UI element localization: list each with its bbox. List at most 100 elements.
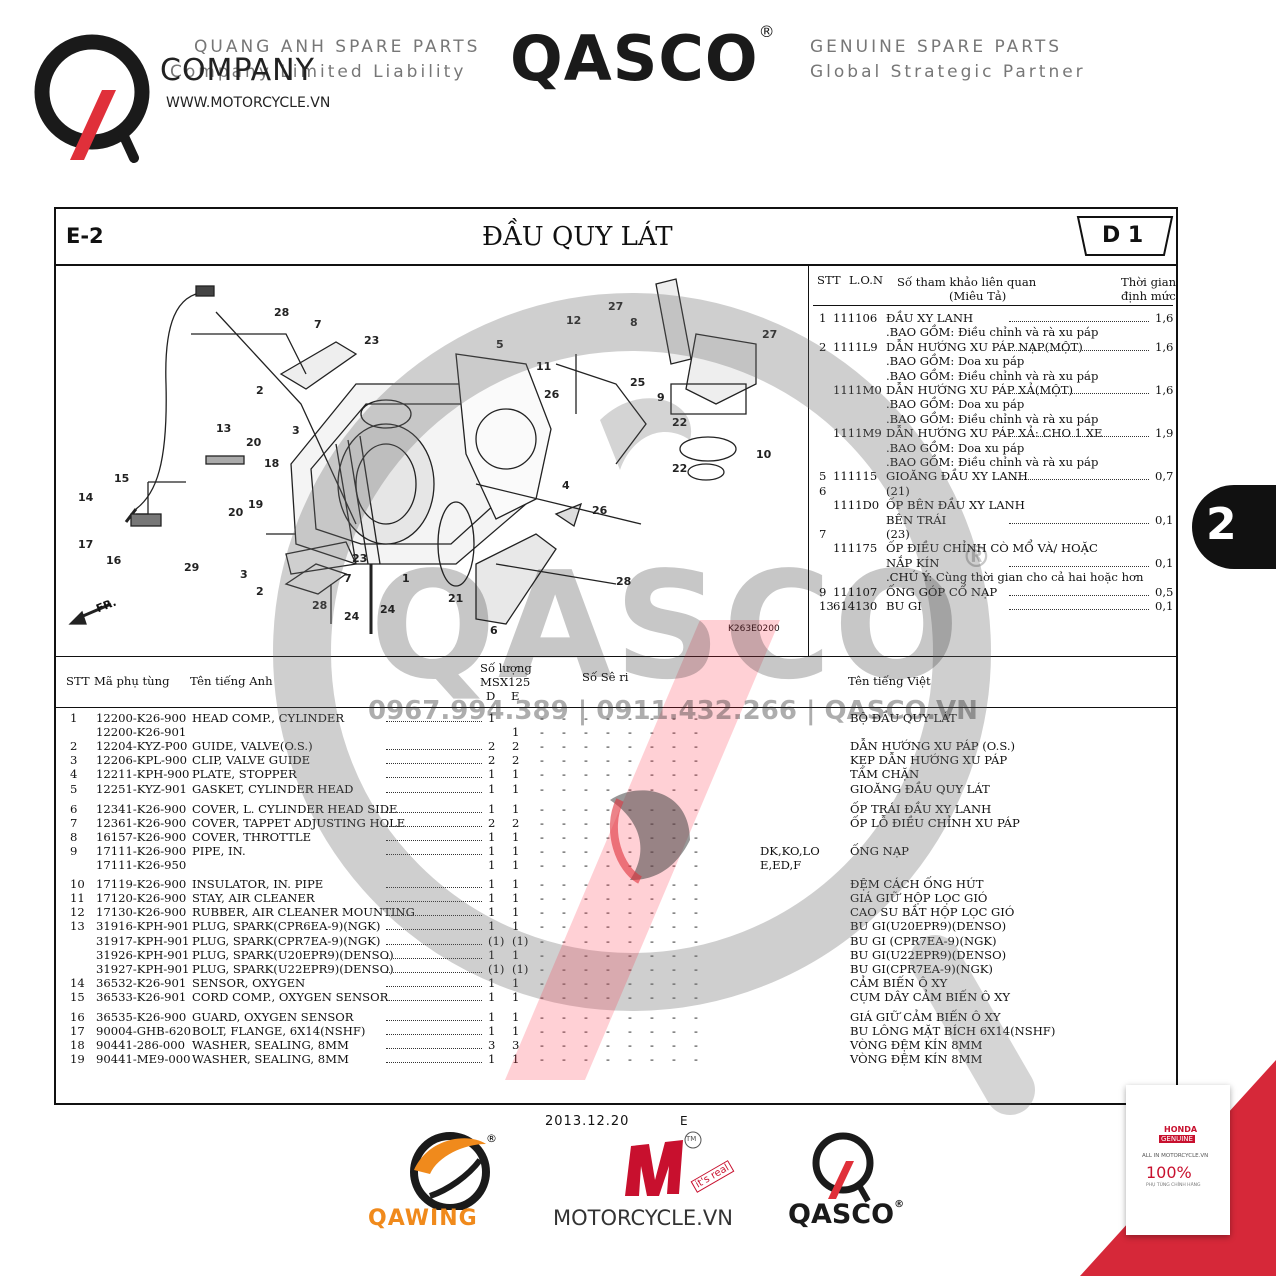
card-sub: PHỤ TÙNG CHÍNH HÃNG: [1146, 1183, 1201, 1188]
cell-name-en: RUBBER, AIR CLEANER MOUNTING: [192, 905, 415, 920]
cell-qty-d: (1): [488, 961, 505, 976]
ref-time: 0,5: [1155, 584, 1174, 599]
serial-dash: -: [584, 989, 588, 1004]
cell-name-en: COVER, L. CYLINDER HEAD SIDE: [192, 801, 398, 816]
cell-qty-e: 1: [512, 829, 520, 844]
serial-dash: -: [628, 975, 632, 990]
cell-name-en: CORD COMP., OXYGEN SENSOR: [192, 989, 389, 1004]
row-leader-dots: [386, 901, 482, 903]
cell-qty-e: 1: [512, 725, 520, 740]
callout-number: 5: [496, 338, 504, 351]
motorcycle-tm: TM: [686, 1135, 697, 1143]
ref-desc: BU GI: [886, 599, 922, 613]
th-qty-d: D: [486, 689, 496, 703]
ref-stt: 7: [819, 527, 827, 541]
side-tab[interactable]: [1192, 485, 1276, 569]
cell-part-no: 12211-KPH-900: [96, 767, 190, 782]
th-serial: Số Sê ri: [582, 670, 629, 684]
ref-desc: .CHÚ Ý: Cùng thời gian cho cả hai hoặc h…: [886, 570, 1144, 585]
serial-dash: -: [606, 829, 610, 844]
serial-dash: -: [540, 858, 544, 872]
cell-qty-e: 1: [512, 947, 520, 962]
qawing-wing-icon: ®: [410, 1132, 497, 1212]
cell-name-vi: ỐP LỖ ĐIỀU CHỈNH XU PÁP: [850, 815, 1020, 830]
serial-dash: -: [628, 1024, 632, 1039]
cell-name-vi: DẪN HƯỚNG XU PÁP (O.S.): [850, 739, 1016, 754]
cell-name-en: PLUG, SPARK(CPR6EA-9)(NGK): [192, 919, 381, 934]
serial-dash: -: [672, 933, 676, 948]
serial-dash: -: [562, 843, 566, 858]
ref-stt: 2: [819, 339, 827, 354]
callout-number: 6: [490, 624, 498, 637]
serial-dash: -: [694, 877, 698, 892]
cell-qty-e: 1: [512, 767, 520, 782]
ref-time: 1,6: [1155, 339, 1174, 354]
cell-stt: 12: [70, 905, 85, 920]
serial-dash: -: [606, 947, 610, 962]
cell-qty-d: 1: [488, 843, 496, 858]
serial-dash: -: [694, 739, 698, 754]
ref-desc: GIOĂNG ĐẦU XY LANH: [886, 469, 1028, 484]
cell-part-no: 17111-K26-950: [96, 858, 187, 872]
ref-time: 0,7: [1155, 469, 1174, 484]
qasco-footer-reg: ®: [894, 1199, 905, 1210]
serial-dash: -: [540, 1052, 544, 1067]
cell-stt: 8: [70, 829, 78, 844]
cell-stt: 9: [70, 843, 78, 858]
serial-dash: -: [672, 711, 676, 725]
serial-dash: -: [650, 711, 654, 725]
serial-dash: -: [540, 725, 544, 740]
serial-dash: -: [540, 905, 544, 920]
serial-dash: -: [606, 933, 610, 948]
serial-dash: -: [562, 767, 566, 782]
serial-dash: -: [672, 877, 676, 892]
serial-dash: -: [650, 891, 654, 906]
th-part-no: Mã phụ tùng: [94, 674, 170, 688]
serial-dash: -: [628, 1038, 632, 1053]
card-percent: 100%: [1146, 1163, 1192, 1182]
cell-qty-e: 2: [512, 815, 520, 830]
qasco-footer-text: QASCO®: [788, 1199, 904, 1230]
card-line: ALL IN MOTORCYCLE.VN: [1142, 1153, 1209, 1159]
callout-number: 9: [657, 391, 665, 404]
diagram-code: K263E0200: [728, 624, 780, 634]
serial-dash: -: [562, 933, 566, 948]
cell-qty-d: 1: [488, 947, 496, 962]
ref-desc: .BAO GỒM: Doa xu páp: [886, 440, 1025, 455]
serial-dash: -: [650, 858, 654, 872]
ref-header-time: Thời gian: [1121, 275, 1177, 289]
cell-qty-e: 2: [512, 753, 520, 768]
ref-leader-dots: [1009, 349, 1149, 351]
serial-dash: -: [584, 843, 588, 858]
serial-dash: -: [628, 829, 632, 844]
serial-dash: -: [628, 947, 632, 962]
cell-name-en: BOLT, FLANGE, 6X14(NSHF): [192, 1024, 366, 1039]
cell-stt: 16: [70, 1010, 85, 1024]
serial-dash: -: [540, 815, 544, 830]
